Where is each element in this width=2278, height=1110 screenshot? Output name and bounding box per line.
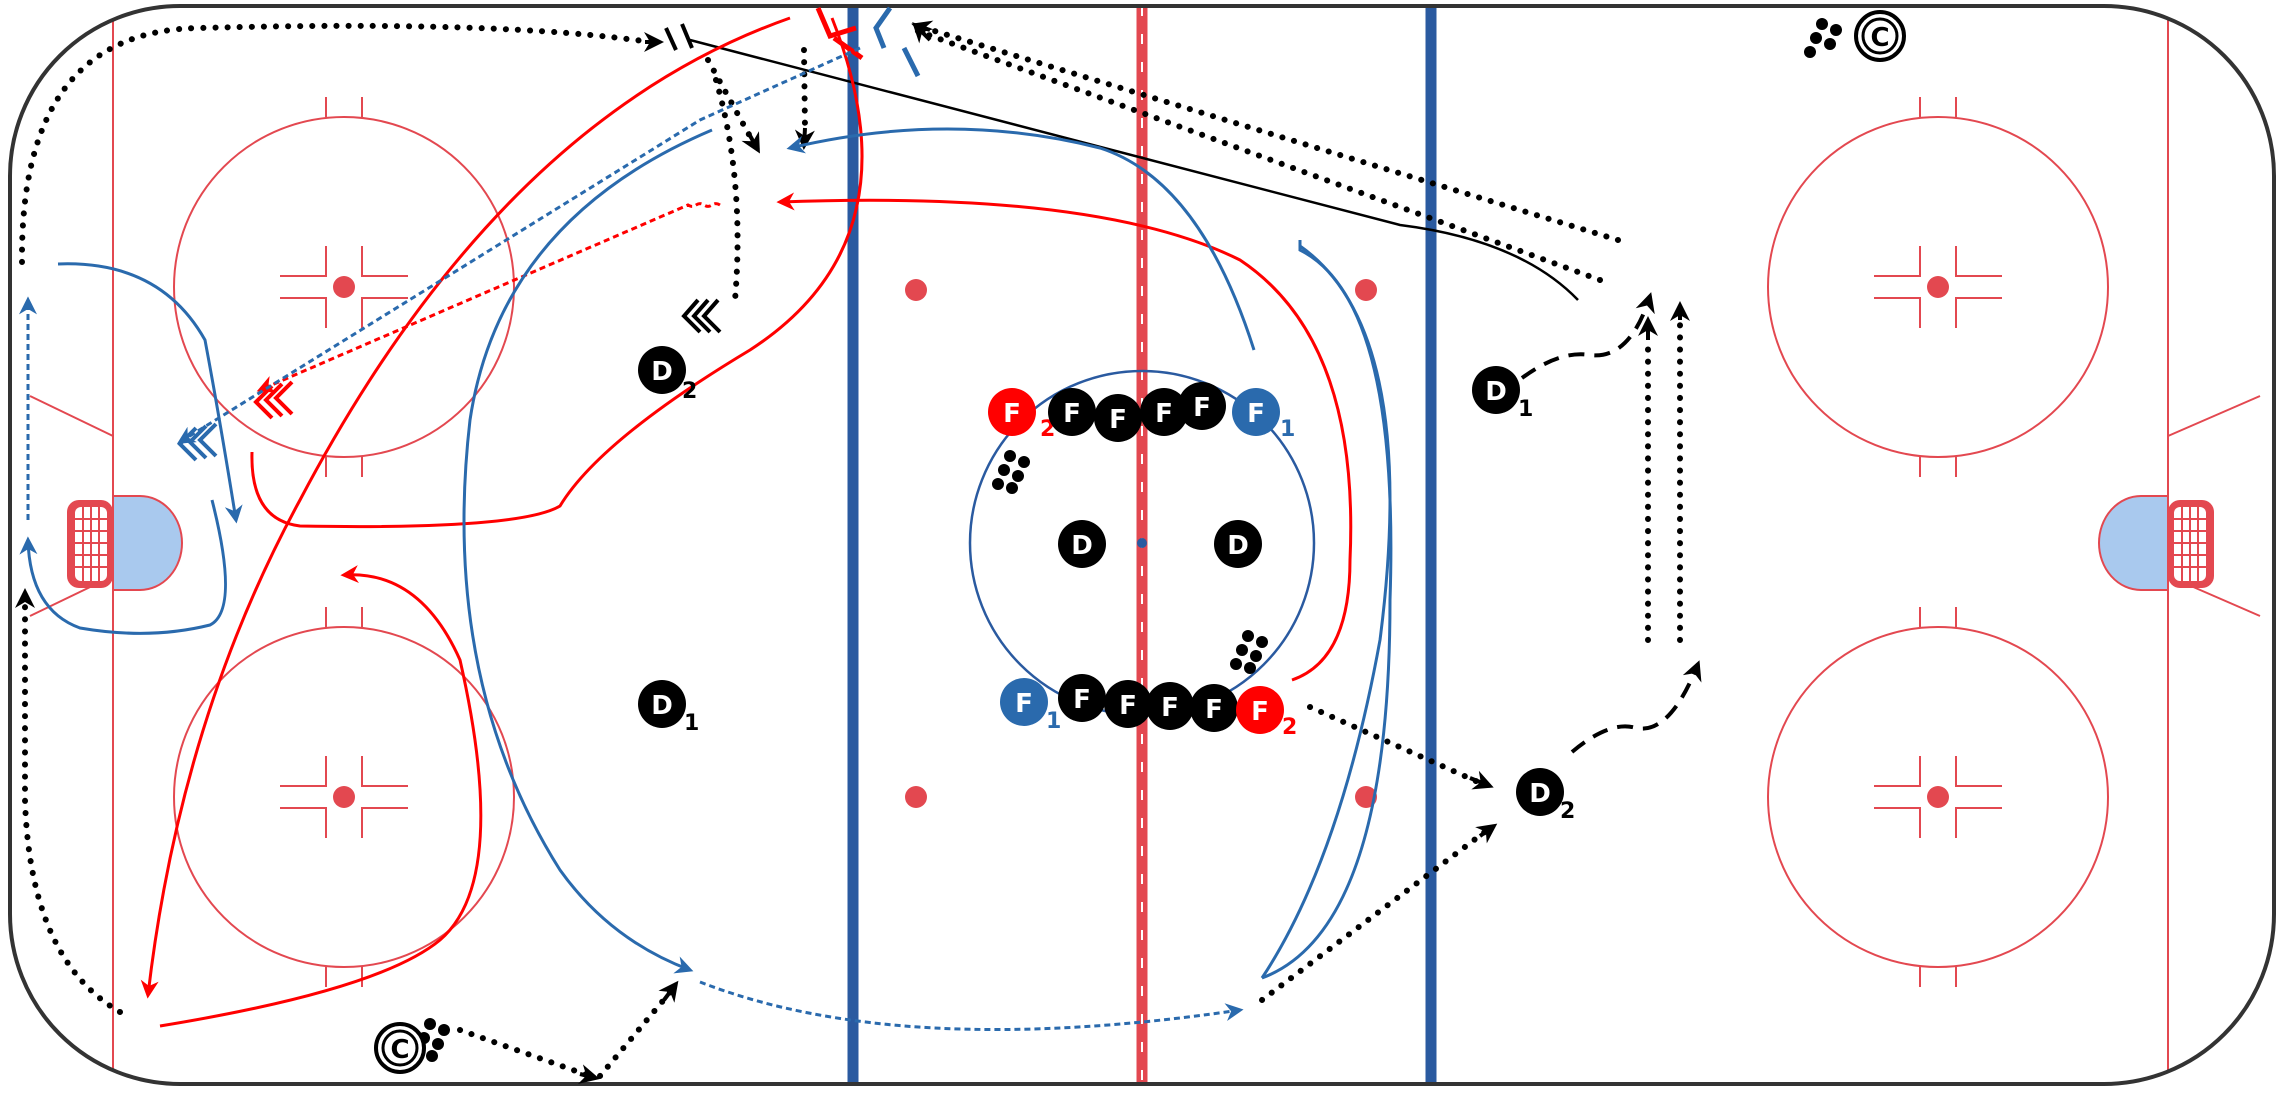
blue-route-middle (462, 128, 713, 974)
svg-text:2: 2 (682, 379, 697, 404)
puck-pile-icon (1804, 18, 1842, 58)
svg-text:F: F (1161, 693, 1179, 723)
player-d2-left-zone: D 2 (638, 346, 697, 404)
player-d-center-left: D (1058, 520, 1106, 568)
stop-icon (664, 23, 694, 51)
svg-text:1: 1 (1518, 397, 1533, 422)
player-f-top-1: F (1048, 388, 1096, 436)
blue-route-left-sweep (57, 262, 243, 524)
stop-chevrons-blue (177, 422, 218, 462)
svg-text:2: 2 (1282, 715, 1297, 740)
puck-pile-icon (418, 1018, 450, 1062)
svg-text:F: F (1251, 697, 1269, 727)
pass-lane-d2-bottom (1259, 825, 1493, 1003)
skate-lane-top-right-2 (912, 27, 1603, 283)
pass-lane-top-zigzag (713, 77, 741, 303)
svg-text:F: F (1119, 691, 1137, 721)
red-skate-wavy (256, 202, 721, 393)
faceoff-circles (173, 116, 2109, 968)
svg-text:F: F (1073, 685, 1091, 715)
red-route-long-diagonal (140, 16, 791, 999)
rink (10, 6, 2274, 1084)
puck-pile-icon (992, 450, 1030, 494)
svg-text:1: 1 (684, 711, 699, 736)
pass-lane-top-left (22, 589, 123, 1015)
player-f-top-2: F (1094, 394, 1142, 442)
svg-text:D: D (1071, 531, 1093, 561)
blue-skate-wavy-bottom (699, 980, 1244, 1031)
pass-lane-coach-bottom (457, 1027, 593, 1079)
svg-text:F: F (1155, 399, 1173, 429)
stop-chevrons-red (253, 380, 294, 420)
coach-top-right: C (1854, 10, 1906, 62)
coach-icon: C (390, 1035, 409, 1065)
blue-route-down-back (19, 499, 227, 635)
red-stop-mark (815, 7, 864, 61)
puck-pile-icon (1230, 630, 1268, 674)
crease-left (112, 495, 183, 591)
boards (8, 4, 2276, 1086)
player-d2-right: D 2 (1516, 768, 1575, 824)
blue-route-f1-top (786, 127, 1256, 351)
red-routes (140, 16, 1353, 1028)
pass-lane-top-boards (18, 22, 653, 265)
svg-text:F: F (1247, 399, 1265, 429)
shot-line (689, 38, 1579, 301)
blue-arrow-top (912, 22, 934, 44)
hash-marks (325, 97, 1957, 987)
svg-text:F: F (1205, 695, 1223, 725)
faceoff-dots (333, 276, 1949, 808)
svg-text:1: 1 (1280, 417, 1295, 442)
blue-routes (19, 127, 1393, 980)
svg-text:F: F (1003, 399, 1021, 429)
blue-skate-wavy-top (176, 46, 861, 444)
dashed-moves (1520, 292, 1702, 754)
red-route-low-circle (159, 565, 483, 1028)
svg-text:F: F (1015, 689, 1033, 719)
svg-text:D: D (651, 691, 673, 721)
player-d-center-right: D (1214, 520, 1262, 568)
player-d1-right: D 1 (1472, 366, 1533, 422)
player-f-top-4: F (1178, 382, 1226, 430)
dotted-lanes (18, 22, 1683, 1079)
red-route-f2-top (776, 192, 1353, 682)
d1-right-move (1520, 292, 1655, 380)
svg-text:F: F (1193, 393, 1211, 423)
red-route-wide-loop (250, 17, 864, 529)
pass-lane-top-drop-2 (801, 47, 808, 131)
svg-text:2: 2 (1560, 799, 1575, 824)
player-d1-left-zone: D 1 (638, 680, 699, 736)
svg-text:D: D (1227, 531, 1249, 561)
svg-text:D: D (1529, 779, 1551, 809)
player-f-bot-2: F (1104, 680, 1152, 728)
blue-route-f1-bottom (1260, 244, 1392, 979)
player-f1-bottom: F 1 (1000, 678, 1061, 734)
player-f-bot-4: F (1190, 684, 1238, 732)
skate-lane-top-right-1 (912, 22, 1621, 243)
svg-text:1: 1 (1046, 709, 1061, 734)
faceoff-crosses (280, 246, 2002, 838)
player-f-bot-3: F (1146, 682, 1194, 730)
player-f2-top: F 2 (988, 388, 1055, 442)
pass-lane-top-drop-1 (705, 57, 755, 143)
d2-right-move (1570, 660, 1702, 754)
crease-right (2098, 495, 2169, 591)
coach-bottom-left: C (374, 1022, 426, 1074)
player-f1-top: F 1 (1232, 388, 1295, 442)
player-f-top-3: F (1140, 388, 1188, 436)
player-f2-bottom: F 2 (1236, 686, 1297, 740)
svg-text:D: D (1485, 377, 1507, 407)
stop-chevrons-black (681, 298, 722, 334)
net-icon (2168, 500, 2214, 588)
svg-text:F: F (1109, 405, 1127, 435)
net-icon (67, 500, 113, 588)
svg-text:D: D (651, 357, 673, 387)
player-f-bot-1: F (1058, 674, 1106, 722)
coach-icon: C (1870, 23, 1889, 53)
blue-stop-mark (873, 6, 921, 78)
svg-text:F: F (1063, 399, 1081, 429)
